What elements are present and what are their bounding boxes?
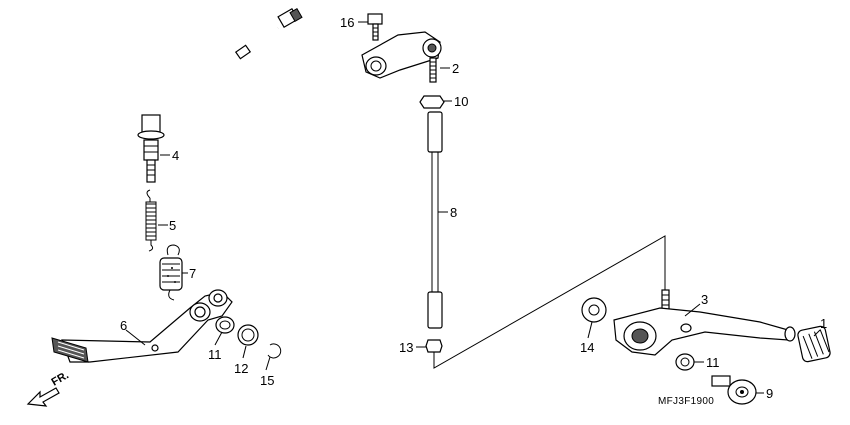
callout-13: 13 xyxy=(399,340,413,355)
switch-spring xyxy=(145,189,157,252)
callout-1: 1 xyxy=(820,316,827,331)
callout-3: 3 xyxy=(701,292,708,307)
snap-ring-15 xyxy=(267,343,282,359)
callout-15: 15 xyxy=(260,373,274,388)
callout-12: 12 xyxy=(234,361,248,376)
callout-11-left: 11 xyxy=(208,347,222,362)
callout-9: 9 xyxy=(766,386,773,401)
brake-light-switch-harness xyxy=(137,7,303,183)
callout-16: 16 xyxy=(340,15,354,30)
callout-5: 5 xyxy=(169,218,176,233)
nut-13 xyxy=(425,339,443,353)
leader-lines xyxy=(125,21,821,394)
callout-8: 8 xyxy=(450,205,457,220)
washer-11-left xyxy=(215,316,235,334)
drawing-code: MFJ3F1900 xyxy=(658,396,714,407)
bolt-16 xyxy=(367,13,383,41)
callout-10: 10 xyxy=(454,94,468,109)
callout-11-right: 11 xyxy=(706,355,720,370)
brake-pedal xyxy=(51,289,233,363)
nut-10 xyxy=(419,95,445,109)
shift-arm-2 xyxy=(361,31,442,83)
callout-7: 7 xyxy=(189,266,196,281)
washer-11-right xyxy=(675,353,695,371)
front-direction-arrow: FR. xyxy=(26,369,71,407)
return-spring xyxy=(159,244,183,301)
front-direction-label: FR. xyxy=(50,369,71,388)
washer-14 xyxy=(581,297,607,323)
pivot-bolt-9 xyxy=(711,375,757,405)
callout-4: 4 xyxy=(172,148,179,163)
assembly-lead-line xyxy=(433,235,666,369)
callout-14: 14 xyxy=(580,340,594,355)
callout-2: 2 xyxy=(452,61,459,76)
washer-12 xyxy=(237,324,259,346)
callout-6: 6 xyxy=(120,318,127,333)
shift-pedal-rubber-1 xyxy=(784,325,831,363)
shift-rod-8 xyxy=(427,111,443,329)
shift-pedal-3 xyxy=(613,289,789,356)
